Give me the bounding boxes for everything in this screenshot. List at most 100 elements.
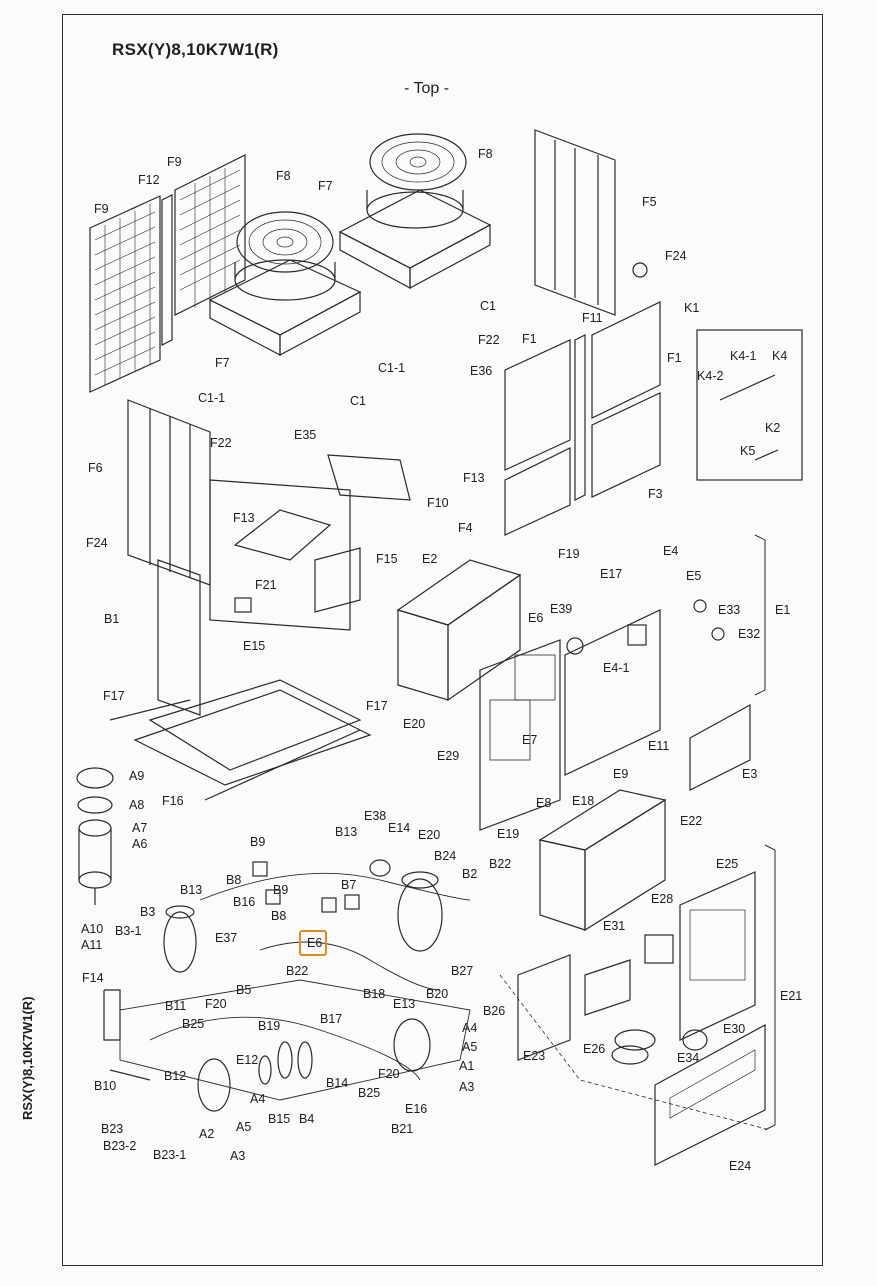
part-label: C1 (350, 394, 366, 408)
view-caption: - Top - (404, 80, 450, 97)
part-label: E28 (651, 892, 674, 906)
part-label: E19 (497, 827, 520, 841)
part-label: F20 (378, 1067, 400, 1081)
part-label: E14 (388, 821, 411, 835)
part-label: B19 (258, 1019, 281, 1033)
part-label: B4 (299, 1112, 315, 1126)
part-label: F7 (318, 179, 333, 193)
accumulator-parts (76, 767, 114, 905)
part-label: K4 (772, 349, 788, 363)
part-label: A3 (230, 1149, 246, 1163)
part-label: E20 (403, 717, 426, 731)
part-label: E11 (648, 739, 670, 753)
part-label: E26 (583, 1042, 606, 1056)
part-label: F6 (88, 461, 103, 475)
part-label: B8 (271, 909, 287, 923)
part-label: B12 (164, 1069, 187, 1083)
coil-frame (109, 399, 411, 801)
part-label: K1 (684, 301, 700, 315)
part-label: B27 (451, 964, 474, 978)
model-title: RSX(Y)8,10K7W1(R) (112, 40, 279, 59)
part-label: C1-1 (378, 361, 406, 375)
part-label: E20 (418, 828, 441, 842)
part-label: B5 (236, 983, 252, 997)
part-label: C1-1 (198, 391, 226, 405)
part-label: F12 (138, 173, 160, 187)
part-label: F8 (478, 147, 493, 161)
part-label: B24 (434, 849, 457, 863)
part-label: E29 (437, 749, 460, 763)
part-label: B3 (140, 905, 156, 919)
part-label: F19 (558, 547, 580, 561)
part-label: A5 (462, 1040, 478, 1054)
part-label: B8 (226, 873, 242, 887)
part-label: K2 (765, 421, 781, 435)
part-label: B22 (286, 964, 309, 978)
part-label: B9 (250, 835, 266, 849)
part-label: E16 (405, 1102, 428, 1116)
part-label: E12 (236, 1053, 259, 1067)
part-label: F8 (276, 169, 291, 183)
part-label: E7 (522, 733, 538, 747)
part-label: E8 (536, 796, 552, 810)
part-label: F10 (427, 496, 449, 510)
part-label: E9 (613, 767, 629, 781)
part-label: A4 (250, 1092, 266, 1106)
part-label: B13 (335, 825, 358, 839)
part-label: F24 (665, 249, 687, 263)
part-label: E38 (364, 809, 387, 823)
part-label: E4-1 (603, 661, 630, 675)
part-label: F9 (94, 202, 109, 216)
part-label: E34 (677, 1051, 700, 1065)
part-label: E4 (663, 544, 679, 558)
part-label: C1 (480, 299, 496, 313)
part-label: E1 (775, 603, 791, 617)
part-label: F1 (667, 351, 682, 365)
part-label: K4-1 (730, 349, 757, 363)
highlight-box-e6: E6 (299, 930, 327, 956)
part-label: E21 (780, 989, 803, 1003)
part-label: B25 (358, 1086, 381, 1100)
part-label: F4 (458, 521, 473, 535)
part-label: B3-1 (115, 924, 142, 938)
part-label: K4-2 (697, 369, 724, 383)
part-label: B25 (182, 1017, 205, 1031)
part-label: B18 (363, 987, 386, 1001)
part-label: A1 (459, 1059, 475, 1073)
part-label: B10 (94, 1079, 117, 1093)
switch-box (396, 534, 766, 831)
part-label: F17 (103, 689, 125, 703)
part-label: B13 (180, 883, 203, 897)
part-label: E22 (680, 814, 703, 828)
part-label: A3 (459, 1080, 475, 1094)
part-label: F11 (582, 311, 603, 325)
part-label: B1 (104, 612, 120, 626)
part-label: B9 (273, 883, 289, 897)
part-label: F22 (478, 333, 500, 347)
part-label: B14 (326, 1076, 349, 1090)
part-label: B23-1 (153, 1148, 187, 1162)
part-label: B17 (320, 1012, 343, 1026)
part-label: E15 (243, 639, 266, 653)
part-label: F20 (205, 997, 227, 1011)
part-label: A11 (81, 938, 103, 952)
part-label: E17 (600, 567, 623, 581)
part-label: B22 (489, 857, 512, 871)
part-label: K5 (740, 444, 756, 458)
part-label: E30 (723, 1022, 746, 1036)
part-label: F9 (167, 155, 182, 169)
part-label: B26 (483, 1004, 506, 1018)
part-label: E3 (742, 767, 758, 781)
part-label: E6 (528, 611, 544, 625)
part-label: F3 (648, 487, 663, 501)
part-label: F15 (376, 552, 398, 566)
part-label: A8 (129, 798, 145, 812)
part-label: B7 (341, 878, 357, 892)
part-label: E32 (738, 627, 761, 641)
part-label: E39 (550, 602, 573, 616)
part-label: B20 (426, 987, 449, 1001)
top-fan-assembly (208, 133, 492, 357)
part-label: A6 (132, 837, 148, 851)
part-label: B23 (101, 1122, 124, 1136)
part-label: E25 (716, 857, 739, 871)
